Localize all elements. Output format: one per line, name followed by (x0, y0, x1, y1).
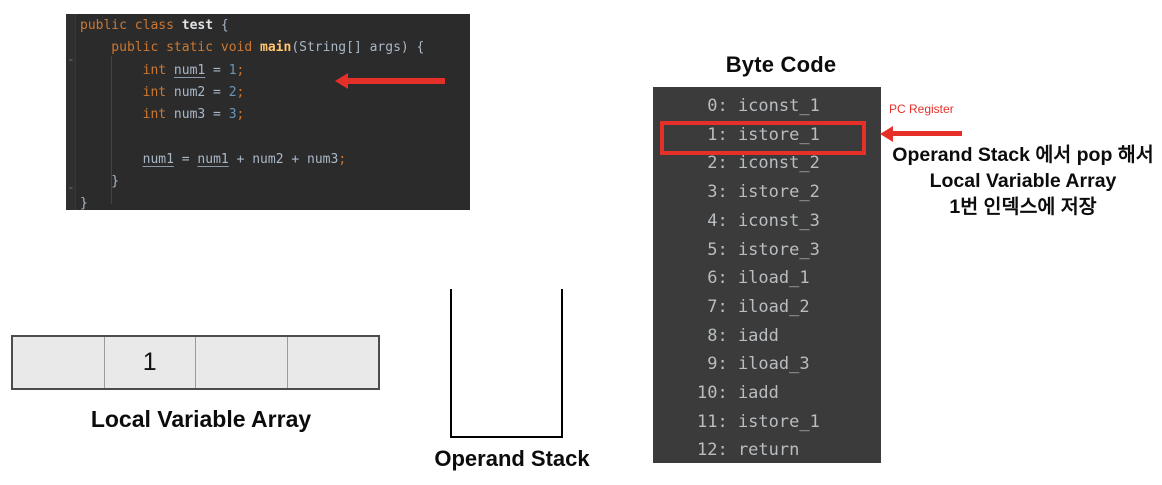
current-line-arrow-icon (348, 78, 445, 84)
bytecode-instruction: 11: istore_1 (697, 411, 820, 432)
code-token (80, 152, 143, 167)
bytecode-instruction: 7: iload_2 (697, 296, 810, 317)
pc-highlight-box (660, 121, 866, 156)
code-token: = (173, 151, 198, 167)
code-token: num1 (142, 151, 174, 167)
annotation-line: Operand Stack 에서 pop 해서 (892, 144, 1154, 166)
bytecode-title: Byte Code (725, 52, 837, 77)
code-token: public static void (80, 40, 261, 56)
bytecode-instruction: 9: iload_3 (697, 354, 810, 375)
code-token: = (205, 84, 229, 100)
code-token: int (80, 107, 174, 123)
code-token: ; (338, 151, 347, 167)
operand-stack-label: Operand Stack (434, 446, 590, 471)
bytecode-instruction: 8: iadd (697, 325, 779, 346)
editor-gutter: ⌄ ⌄ (66, 14, 76, 210)
source-code: public class test { public static void m… (80, 15, 424, 216)
code-token: 1 (228, 62, 237, 78)
code-line: int num1 = 1; (80, 60, 424, 82)
code-token: 2 (228, 84, 237, 100)
bytecode-list: 0: iconst_1 1: istore_1 2: iconst_2 3: i… (653, 87, 881, 463)
code-token: 3 (228, 107, 237, 123)
code-token: main (260, 40, 292, 56)
code-token: ; (236, 62, 245, 78)
code-token: + num2 + num3 (228, 151, 339, 167)
bytecode-instruction: 12: return (697, 440, 800, 461)
code-token: = (205, 107, 229, 123)
bytecode-panel: 0: iconst_1 1: istore_1 2: iconst_2 3: i… (653, 87, 881, 463)
bytecode-instruction: 5: istore_3 (697, 239, 820, 260)
local-variable-array: 1 (11, 335, 380, 390)
code-editor: ⌄ ⌄ public class test { public static vo… (66, 14, 470, 211)
code-token: = (205, 62, 229, 78)
code-token: } (80, 196, 88, 212)
code-line: } (80, 171, 424, 193)
code-line: int num3 = 3; (80, 104, 424, 126)
bytecode-instruction: 4: iconst_3 (697, 210, 820, 231)
code-token: num1 (173, 62, 206, 78)
indent-guide-line (111, 56, 112, 204)
lva-cell: 1 (105, 337, 196, 388)
code-token: public class (80, 18, 182, 33)
code-token: ; (236, 84, 245, 100)
annotation-line: Local Variable Array (929, 170, 1117, 192)
operand-stack (450, 289, 563, 438)
code-token: num1 (197, 151, 229, 167)
bytecode-instruction: 3: istore_2 (697, 182, 820, 203)
fold-chevron-icon: ⌄ (67, 53, 75, 63)
code-token: } (80, 174, 120, 190)
code-line: int num2 = 2; (80, 82, 424, 104)
code-line: public static void main(String[] args) { (80, 37, 424, 59)
code-token: num2 (173, 84, 206, 100)
code-token: int (80, 62, 174, 78)
bytecode-instruction: 6: iload_1 (697, 268, 810, 289)
lva-cell (13, 337, 105, 388)
annotation-line: 1번 인덱스에 저장 (949, 196, 1097, 218)
code-token: test (181, 18, 214, 33)
bytecode-instruction: 0: iconst_1 (697, 96, 820, 116)
code-token: (String[] args) { (291, 40, 425, 56)
bytecode-instruction: 1: istore_1 (697, 124, 820, 145)
code-token: int (80, 84, 174, 100)
pc-register-arrow-icon (893, 131, 962, 136)
code-token: ; (236, 107, 245, 123)
bytecode-instruction: 10: iadd (697, 383, 779, 404)
bytecode-instruction: 2: iconst_2 (697, 153, 820, 174)
code-line: } (80, 193, 424, 215)
lva-cell (196, 337, 288, 388)
annotation-text: Operand Stack 에서 pop 해서 Local Variable A… (884, 142, 1162, 220)
fold-chevron-icon: ⌄ (67, 181, 75, 191)
local-variable-array-label: Local Variable Array (90, 406, 312, 432)
code-line: public class test { (80, 15, 424, 37)
code-line: num1 = num1 + num2 + num3; (80, 149, 424, 171)
code-token: { (213, 18, 229, 33)
code-token: num3 (173, 107, 206, 123)
lva-cell (288, 337, 379, 388)
pc-register-label: PC Register (889, 102, 954, 116)
code-line (80, 126, 424, 148)
